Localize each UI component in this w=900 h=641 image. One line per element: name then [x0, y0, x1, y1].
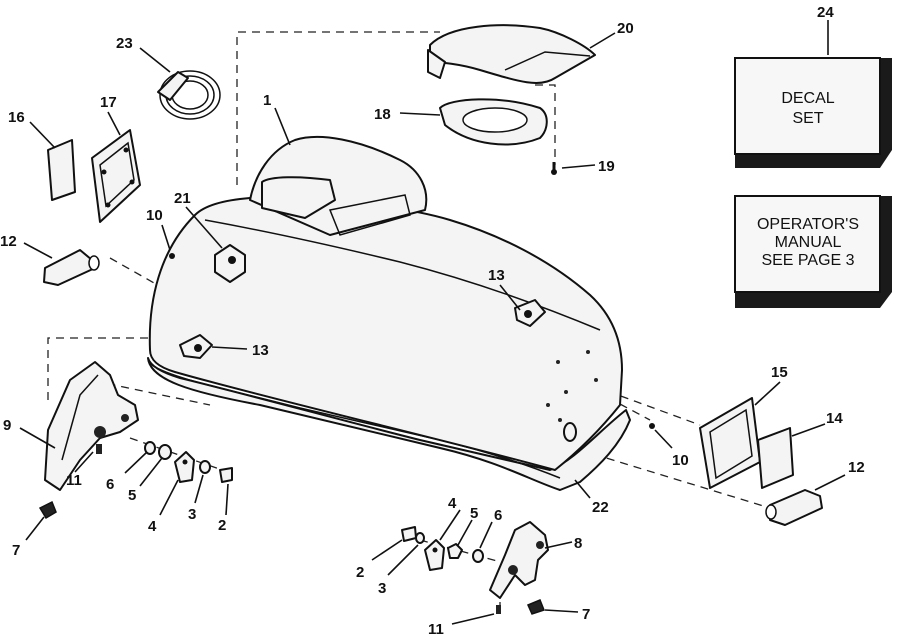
callout-13-left: 13	[252, 342, 269, 359]
callout-3-right: 3	[378, 580, 386, 597]
plate-15	[699, 397, 761, 489]
engine-cowl	[147, 135, 631, 491]
screw-19	[551, 162, 557, 175]
callout-7-right: 7	[582, 606, 590, 623]
callout-24: 24	[817, 4, 834, 21]
callout-6-left: 6	[106, 476, 114, 493]
callout-15: 15	[771, 364, 788, 381]
callout-19: 19	[598, 158, 615, 175]
callout-5-right: 5	[470, 505, 478, 522]
callout-4-right: 4	[448, 495, 457, 512]
callout-17: 17	[100, 94, 117, 111]
callout-21: 21	[174, 190, 191, 207]
callout-2-left: 2	[218, 517, 226, 534]
callout-1: 1	[263, 92, 271, 109]
callout-12-right: 12	[848, 459, 865, 476]
callout-11-right: 11	[428, 621, 444, 638]
callout-4-left: 4	[148, 518, 157, 535]
callout-9: 9	[3, 417, 11, 434]
plate-17	[91, 129, 141, 223]
callout-11-left: 11	[66, 472, 82, 489]
callout-3-left: 3	[188, 506, 196, 523]
leader-lines	[19, 20, 846, 625]
intake-cover	[429, 24, 596, 85]
callout-13-top: 13	[488, 267, 505, 284]
bracket-8	[489, 521, 549, 599]
decal-line2: SET	[792, 110, 823, 127]
knob-21	[214, 244, 246, 283]
callout-23: 23	[116, 35, 133, 52]
grommet-12-left	[43, 249, 96, 286]
callout-12-left: 12	[0, 233, 17, 250]
manual-line3: SEE PAGE 3	[761, 252, 854, 269]
callout-20: 20	[617, 20, 634, 37]
decal-line1: DECAL	[781, 90, 834, 107]
callout-5-left: 5	[128, 487, 136, 504]
callout-8: 8	[574, 535, 582, 552]
callout-14: 14	[826, 410, 843, 427]
manual-line1: OPERATOR'S	[757, 216, 859, 233]
callout-16: 16	[8, 109, 25, 126]
bracket-9	[44, 361, 139, 491]
gasket-16	[47, 139, 76, 201]
operators-manual-box: OPERATOR'S MANUAL SEE PAGE 3	[734, 195, 892, 308]
callout-22: 22	[592, 499, 609, 516]
callout-labels: 24 20 18 19 1 23 16 17 21 10 12 13 13 9 …	[0, 4, 865, 638]
manual-line2: MANUAL	[775, 234, 842, 251]
decal-set-box: DECAL SET	[734, 57, 892, 168]
callout-10-left: 10	[146, 207, 163, 224]
callout-2-right: 2	[356, 564, 364, 581]
callout-18: 18	[374, 106, 391, 123]
callout-10-right: 10	[672, 452, 689, 469]
callout-7-left: 7	[12, 542, 20, 559]
fuel-line-coil	[157, 70, 221, 120]
callout-6-right: 6	[494, 507, 502, 524]
